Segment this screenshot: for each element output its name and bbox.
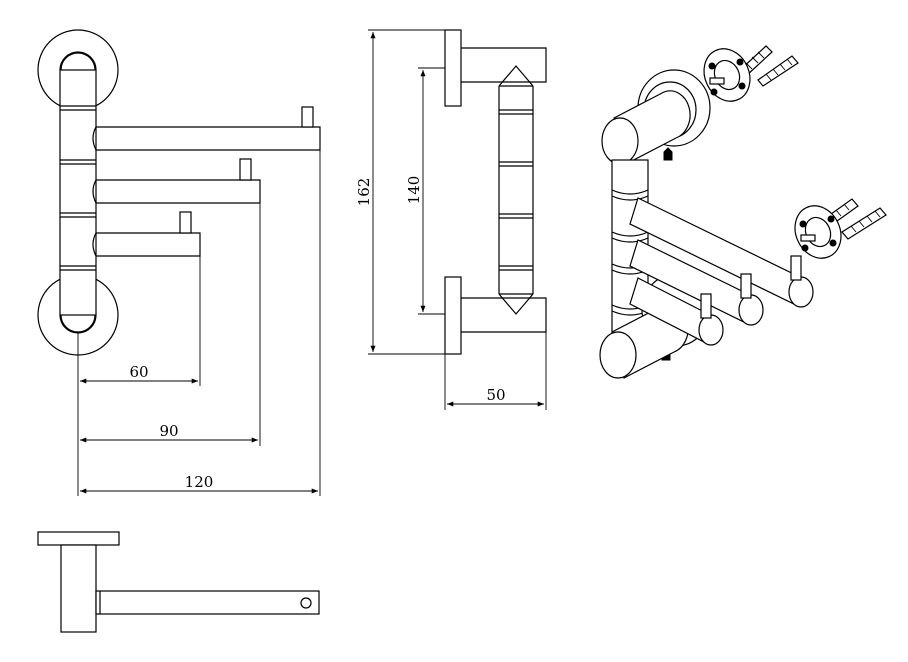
iso-arm-short [629, 277, 724, 346]
iso-arm-long [629, 197, 814, 308]
iso-set-screw-top [663, 147, 673, 161]
arm-mid [92, 158, 261, 204]
front-view: 60 90 120 [37, 29, 321, 496]
top-view-hook-hole [300, 597, 312, 609]
top-view-plate [37, 531, 120, 546]
dim-50: 50 [486, 386, 505, 404]
dim-162: 162 [355, 178, 373, 207]
side-view: 162 140 50 [355, 29, 547, 410]
arm-short [92, 211, 201, 257]
bottom-mounting-plate [794, 205, 842, 259]
dim-90: 90 [159, 422, 178, 440]
lower-plate [444, 276, 462, 355]
dim-140: 140 [405, 176, 423, 205]
iso-bottom-tube-end [599, 331, 637, 379]
isometric-view [599, 45, 887, 379]
iso-top-tube-end [601, 117, 639, 165]
top-view [37, 531, 320, 633]
iso-arm-mid [629, 239, 764, 326]
post-rings [60, 105, 96, 271]
vertical-post [59, 69, 97, 316]
dim-120: 120 [185, 473, 214, 491]
top-view-arm [95, 590, 320, 615]
top-mounting-plate [703, 48, 751, 102]
upper-plate [444, 29, 462, 107]
dim-60: 60 [129, 363, 148, 381]
top-view-post [60, 544, 97, 633]
arm-long [92, 106, 321, 151]
